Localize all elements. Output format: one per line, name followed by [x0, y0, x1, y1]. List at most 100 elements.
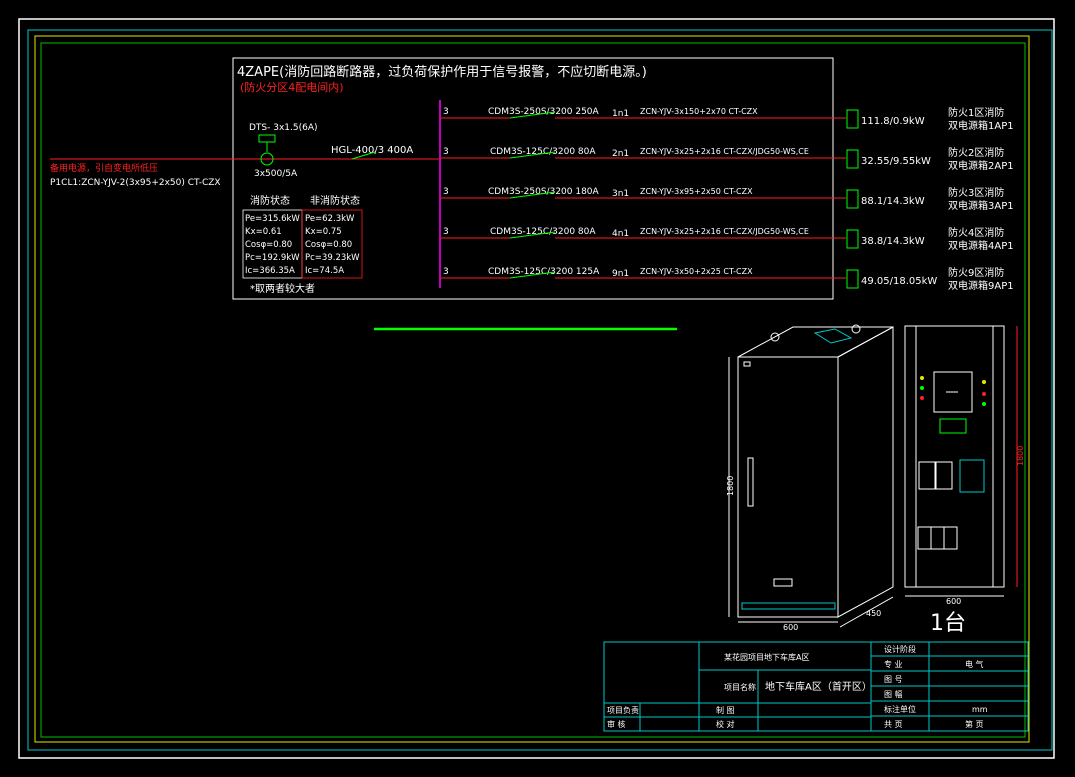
- circuit-dest-line1: 防火9区消防: [948, 266, 1004, 279]
- fire-table-heading: 消防状态: [250, 194, 290, 207]
- title-block-mid-row: 校 对: [716, 719, 735, 729]
- fire-table-rows: Pe=315.6kW Kx=0.61 Cosφ=0.80 Pc=192.9kW …: [245, 214, 300, 276]
- nonfire-table: [301, 209, 363, 279]
- schematic-subtitle: (防火分区4配电间内): [240, 80, 344, 94]
- branch-breaker: [930, 526, 945, 550]
- circuit-power: 111.8/0.9kW: [861, 116, 925, 127]
- circuit-cable: ZCN-YJV-3x25+2x16 CT-CZX/JDG50-WS,CE: [640, 227, 809, 236]
- dts-device: [258, 134, 276, 143]
- cabinet-depth-dim: 450: [866, 609, 881, 618]
- circuit-dest-line2: 双电源箱2AP1: [948, 159, 1014, 172]
- circuit-dest-line1: 防火1区消防: [948, 106, 1004, 119]
- main-breaker-module: [933, 371, 973, 413]
- fire-row: Pc=192.9kW: [245, 253, 300, 263]
- front-width-dim: 600: [946, 597, 961, 606]
- circuit-dest-line2: 双电源箱4AP1: [948, 239, 1014, 252]
- nonfire-row: Pc=39.23kW: [305, 253, 360, 263]
- circuit-breaker: CDM3S-250S/3200 180A: [488, 187, 600, 197]
- nonfire-row: Ic=74.5A: [305, 266, 344, 276]
- indicator-light: [920, 386, 924, 390]
- fire-row: Ic=366.35A: [245, 266, 295, 276]
- circuit-power: 32.55/9.55kW: [861, 156, 931, 167]
- circuit-breaker-symbol: [509, 231, 556, 239]
- cabinet-count: 1台: [930, 611, 966, 636]
- circuit-id: 2n1: [612, 149, 629, 159]
- nonfire-table-rows: Pe=62.3kW Kx=0.75 Cosφ=0.80 Pc=39.23kW I…: [305, 214, 360, 276]
- circuit-poles: 3: [443, 187, 449, 197]
- title-block-right-label: 设计阶段: [884, 644, 916, 654]
- yellow-frame: [34, 35, 1030, 743]
- circuit-breaker: CDM3S-125C/3200 80A: [490, 147, 596, 157]
- circuit-power: 38.8/14.3kW: [861, 236, 925, 247]
- schematic-title: 4ZAPE(消防回路断路器，过负荷保护作用于信号报警，不应切断电源。): [237, 64, 647, 80]
- table-note: *取两者较大者: [250, 282, 315, 295]
- circuit-row: 3 CDM3S-125C/3200 80A 2n1 ZCN-YJV-3x25+2…: [440, 146, 1014, 172]
- circuit-poles: 3: [443, 107, 449, 117]
- circuit-breaker-symbol: [509, 111, 556, 119]
- circuit-terminal: [846, 109, 859, 129]
- title-block-right-value: 电 气: [965, 659, 984, 669]
- meter-module: [935, 461, 953, 490]
- circuit-power: 88.1/14.3kW: [861, 196, 925, 207]
- title-block-left-row: 审 核: [607, 719, 626, 729]
- circuit-row: 3 CDM3S-125C/3200 125A 9n1 ZCN-YJV-3x50+…: [440, 266, 1014, 292]
- title-block-project-name: 地下车库A区（首开区）: [765, 680, 872, 693]
- circuit-dest-line2: 双电源箱1AP1: [948, 119, 1014, 132]
- indicator-light: [982, 402, 986, 406]
- indicator-light: [982, 380, 986, 384]
- title-block-right-label: 标注单位: [884, 704, 916, 714]
- title-block-mid-row: 制 图: [716, 705, 735, 715]
- cabinet-top: [737, 326, 894, 358]
- circuit-cable: ZCN-YJV-3x95+2x50 CT-CZX: [640, 187, 753, 196]
- branch-breaker: [917, 526, 932, 550]
- ct-symbol: [260, 152, 274, 166]
- title-block-right-label: 专 业: [884, 659, 903, 669]
- title-block-project: 某花园项目地下车库A区: [724, 652, 809, 662]
- lifting-eye: [770, 332, 780, 342]
- indicator-lights: [920, 376, 986, 406]
- cyan-frame: [27, 29, 1053, 751]
- fire-row: Kx=0.61: [245, 227, 282, 237]
- circuit-row: 3 CDM3S-250S/3200 180A 3n1 ZCN-YJV-3x95+…: [440, 186, 1014, 212]
- branch-breaker: [943, 526, 958, 550]
- circuit-terminal: [846, 149, 859, 169]
- cabinet-front-layout: [904, 325, 1018, 597]
- circuit-row: 3 CDM3S-125C/3200 80A 4n1 ZCN-YJV-3x25+2…: [440, 226, 1014, 252]
- title-block-left-row: 项目负责: [607, 705, 639, 715]
- cabinet-width-dim: 600: [783, 623, 798, 632]
- title-block-project-name-label: 项目名称: [724, 682, 756, 692]
- front-panel-outline: [904, 325, 1005, 588]
- title-block-right-label: 图 幅: [884, 689, 903, 699]
- circuit-id: 3n1: [612, 189, 629, 199]
- circuit-dest-line2: 双电源箱3AP1: [948, 199, 1014, 212]
- fire-row: Cosφ=0.80: [245, 240, 292, 250]
- circuit-terminal: [846, 269, 859, 289]
- cabinet-base-vent: [741, 602, 836, 610]
- circuit-terminal: [846, 189, 859, 209]
- fire-row: Pe=315.6kW: [245, 214, 300, 224]
- cabinet-isometric: [728, 324, 894, 628]
- door-handle: [747, 457, 754, 507]
- title-block-right-label: 图 号: [884, 675, 903, 684]
- circuit-terminal: [846, 229, 859, 249]
- nonfire-table-heading: 非消防状态: [310, 194, 360, 207]
- meter-module: [918, 461, 936, 490]
- title-block-right-label: 共 页: [884, 720, 903, 729]
- terminal-block: [939, 418, 967, 434]
- circuit-dest-line1: 防火4区消防: [948, 226, 1004, 239]
- circuit-breaker-symbol: [509, 271, 556, 279]
- indicator-light: [920, 396, 924, 400]
- circuit-poles: 3: [443, 267, 449, 277]
- circuit-breaker: CDM3S-250S/3200 250A: [488, 107, 600, 117]
- title-block-right-value: 第 页: [965, 719, 984, 729]
- title-block: [603, 641, 1029, 732]
- lifting-eye: [851, 324, 861, 334]
- circuit-id: 4n1: [612, 229, 629, 239]
- circuit-breaker-symbol: [509, 191, 556, 199]
- outer-frame: [18, 18, 1055, 759]
- circuit-dest-line1: 防火2区消防: [948, 146, 1004, 159]
- nonfire-row: Pe=62.3kW: [305, 214, 355, 224]
- circuit-power: 49.05/18.05kW: [861, 276, 937, 287]
- indicator-light: [982, 392, 986, 396]
